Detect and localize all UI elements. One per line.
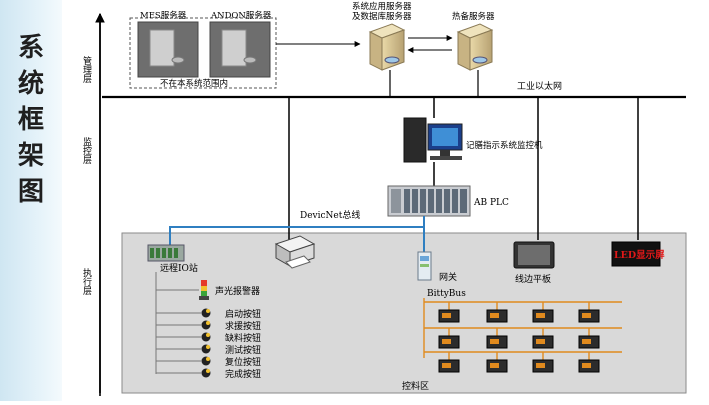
app-server-label-1: 系统应用服务器 — [352, 1, 412, 12]
title-char: 框 — [17, 105, 44, 135]
layer-label-execution-box: 执行层 — [77, 268, 91, 295]
alarm-icon — [199, 280, 209, 300]
left-title-panel: 系 统 框 架 图 — [0, 0, 62, 401]
title-char: 统 — [17, 69, 44, 99]
alarm-label: 声光报警器 — [215, 285, 260, 297]
diagram-svg: 控料区 MES服务器 ANDON服务器 不在本系统范围内 系统应用服务器 及数据… — [95, 1, 687, 396]
gateway-label: 网关 — [439, 271, 457, 283]
monitor-pc-label: 记膳指示系统监控机 — [466, 140, 543, 151]
display-unit — [578, 335, 600, 349]
layer-label-management-text: 管理层 — [81, 56, 91, 83]
title-char: 系 — [17, 33, 44, 63]
button-complete: 完成按钮 — [156, 368, 261, 380]
hot-standby-label: 热备服务器 — [452, 11, 495, 22]
monitor-pc-icon — [403, 117, 463, 163]
app-server-label-2: 及数据库服务器 — [352, 11, 412, 22]
tablet-icon — [513, 241, 555, 269]
app-db-server-icon — [368, 23, 406, 71]
andon-server-icon — [221, 29, 247, 67]
tablet-label: 线边平板 — [515, 273, 551, 285]
remote-io-label: 远程IO站 — [160, 262, 198, 274]
gateway-icon — [417, 251, 432, 281]
architecture-diagram: 控料区 MES服务器 ANDON服务器 不在本系统范围内 系统应用服务器 及数据… — [62, 0, 709, 401]
display-unit — [438, 359, 460, 373]
led-display-text: LED显示屏 — [614, 250, 665, 261]
button-reset: 复位按钮 — [156, 356, 261, 368]
display-unit — [486, 335, 508, 349]
hot-standby-server-icon — [456, 23, 494, 71]
display-unit — [578, 359, 600, 373]
button-start: 启动按钮 — [156, 308, 261, 320]
display-unit — [532, 335, 554, 349]
button-shortage: 缺料按钮 — [156, 332, 261, 344]
button-label: 求援按钮 — [225, 320, 261, 332]
display-unit — [486, 359, 508, 373]
plc-label: AB PLC — [473, 198, 509, 208]
out-of-scope-label: 不在本系统范围内 — [160, 78, 228, 89]
slide-title: 系 统 框 架 图 — [14, 30, 48, 210]
display-unit — [438, 335, 460, 349]
layer-label-management-box: 管理层 — [77, 56, 91, 83]
layer-label-execution-text: 执行层 — [81, 268, 91, 295]
mes-label: MES服务器 — [140, 10, 187, 21]
remote-io-icon — [147, 244, 185, 262]
area-label: 控料区 — [402, 380, 429, 392]
printer-icon — [274, 235, 316, 269]
layer-label-monitoring-box: 监控层 — [77, 137, 91, 164]
display-grid — [438, 309, 600, 373]
button-label: 缺料按钮 — [225, 332, 261, 344]
layer-label-monitoring-text: 监控层 — [81, 137, 91, 164]
display-unit — [532, 359, 554, 373]
plc-rack-icon — [387, 185, 471, 217]
ethernet-label: 工业以太网 — [517, 80, 562, 92]
bittybus-label: BittyBus — [427, 289, 466, 299]
button-help: 求援按钮 — [156, 320, 261, 332]
out-of-scope-box — [129, 17, 277, 89]
button-test: 测试按钮 — [156, 344, 261, 356]
button-label: 测试按钮 — [225, 344, 261, 356]
button-label: 启动按钮 — [225, 308, 261, 320]
display-unit — [532, 309, 554, 323]
title-char: 架 — [17, 141, 44, 171]
mes-server-icon — [149, 29, 175, 67]
display-unit — [438, 309, 460, 323]
display-unit — [578, 309, 600, 323]
devicenet-label: DevicNet总线 — [300, 209, 360, 221]
andon-label: ANDON服务器 — [210, 10, 272, 21]
button-label: 完成按钮 — [225, 368, 261, 380]
led-display — [611, 241, 661, 267]
button-list: 启动按钮 求援按钮 缺料按钮 测试按钮 复位按钮 完成按钮 — [156, 308, 261, 380]
title-char: 图 — [17, 177, 44, 207]
display-unit — [486, 309, 508, 323]
button-label: 复位按钮 — [225, 356, 261, 368]
